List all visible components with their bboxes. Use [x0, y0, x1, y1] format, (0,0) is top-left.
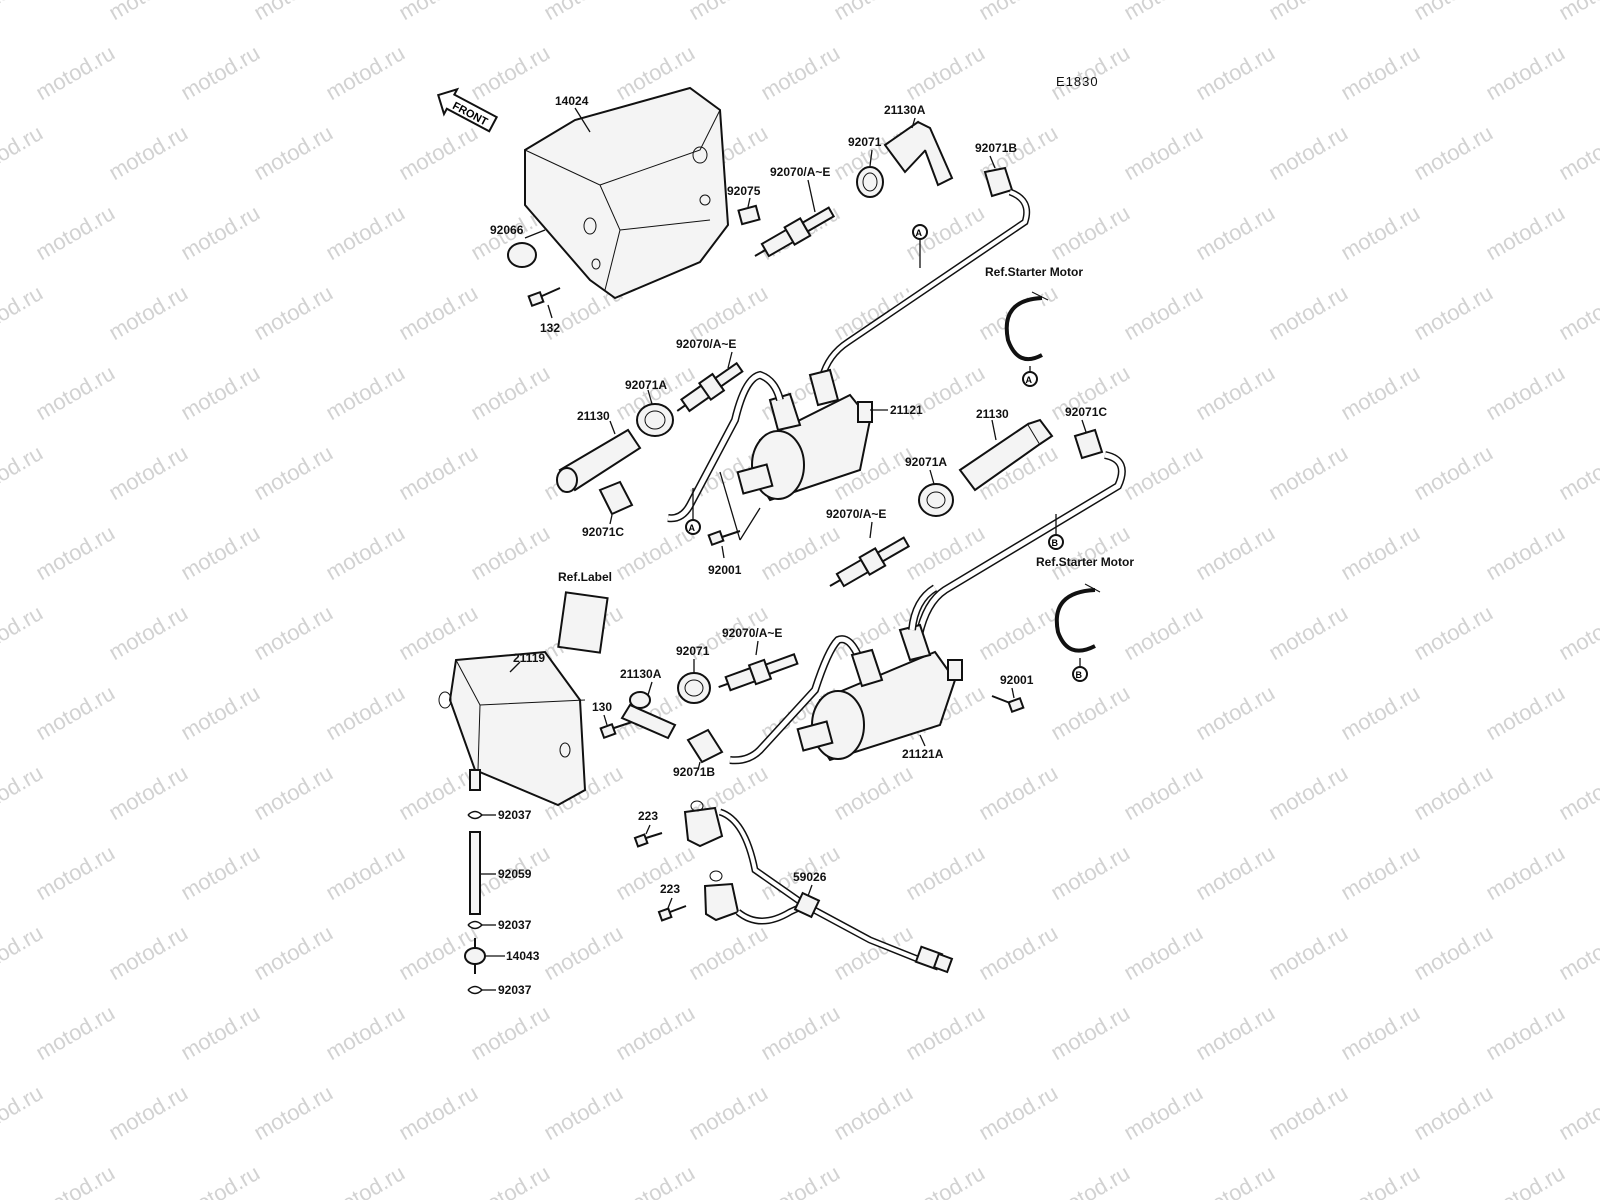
clip-92037-b [467, 920, 484, 930]
label-223-b: 223 [660, 882, 680, 896]
ref-starter-motor-low: Ref.Starter Motor [1036, 555, 1134, 569]
filter-14043 [464, 938, 486, 974]
pad-92075 [737, 204, 761, 226]
label-21121: 21121 [890, 403, 923, 417]
label-21130A-low: 21130A [620, 667, 662, 681]
cap-21130A-low [620, 691, 677, 740]
spark-plug-top [754, 206, 836, 258]
cap-21130A-top [883, 120, 954, 187]
cover-14024 [524, 86, 730, 300]
label-sticker [557, 591, 609, 654]
label-92071A-mid: 92071A [625, 378, 667, 392]
label-92075: 92075 [727, 184, 761, 198]
label-92070-low: 92070/A~E [722, 626, 782, 640]
label-21130A-top: 21130A [884, 103, 926, 117]
label-92037-a: 92037 [498, 808, 532, 822]
clip-92037-a [467, 810, 484, 820]
label-92071C-right: 92071C [1065, 405, 1107, 419]
label-92066: 92066 [490, 223, 524, 237]
spark-plug-mid [676, 361, 744, 413]
ignition-coil-21121A [796, 623, 963, 762]
harness-59026 [718, 808, 954, 974]
screw-92001-mid [707, 529, 741, 547]
clip-92037-c [467, 985, 484, 995]
callout-circle-a-1: A [912, 224, 928, 268]
hose-92059 [469, 831, 481, 915]
label-21130-right: 21130 [976, 407, 1009, 421]
screw-223-a [633, 832, 663, 848]
cap-21130-mid [556, 428, 642, 493]
cap-21130-right [958, 418, 1054, 492]
label-21119: 21119 [513, 651, 545, 665]
callout-circle-b-1: B [1048, 534, 1064, 550]
boot-92071B-low [686, 728, 724, 764]
plug-92066 [507, 242, 537, 268]
boot-92071B-top [983, 166, 1014, 198]
boot-92071-top [856, 166, 884, 198]
ref-label: Ref.Label [558, 570, 612, 584]
label-14024: 14024 [555, 94, 589, 108]
label-14043: 14043 [506, 949, 540, 963]
label-92071A-right: 92071A [905, 455, 947, 469]
screw-130 [599, 721, 633, 740]
igniter-21119 [438, 650, 587, 807]
label-92001-mid: 92001 [708, 563, 742, 577]
spark-plug-right [829, 536, 911, 588]
label-92037-c: 92037 [498, 983, 532, 997]
label-132: 132 [540, 321, 560, 335]
label-21130-mid: 21130 [577, 409, 610, 423]
pickup-coil-lower [703, 870, 740, 922]
label-92071-low: 92071 [676, 644, 710, 658]
ignition-coil-21121 [736, 368, 873, 502]
boot-92071A-right [918, 483, 954, 517]
callout-circle-a-3: A [685, 519, 701, 535]
label-92071C-mid: 92071C [582, 525, 624, 539]
label-92071B-low: 92071B [673, 765, 715, 779]
label-92071B-top: 92071B [975, 141, 1017, 155]
label-59026: 59026 [793, 870, 827, 884]
label-92070-mid: 92070/A~E [676, 337, 736, 351]
ref-starter-motor-top: Ref.Starter Motor [985, 265, 1083, 279]
boot-92071C-right [1073, 428, 1104, 460]
boot-92071C-mid [598, 480, 634, 516]
label-223-a: 223 [638, 809, 658, 823]
boot-92071-low [677, 672, 711, 704]
clamp-band-a [1004, 291, 1049, 361]
label-92071-top: 92071 [848, 135, 882, 149]
screw-223-b [657, 905, 687, 922]
diagram-code: E1830 [1056, 74, 1099, 89]
label-21121A: 21121A [902, 747, 944, 761]
callout-circle-a-2: A [1022, 371, 1038, 387]
svg-text:A: A [916, 228, 923, 238]
label-92059: 92059 [498, 867, 532, 881]
svg-text:B: B [1052, 538, 1059, 548]
svg-text:A: A [689, 523, 696, 533]
label-92070-right: 92070/A~E [826, 507, 886, 521]
clamp-band-b [1054, 583, 1101, 653]
label-92037-b: 92037 [498, 918, 532, 932]
svg-text:A: A [1026, 375, 1033, 385]
screw-92001-low [991, 695, 1025, 714]
spark-plug-low [718, 653, 799, 692]
bolt-132 [527, 287, 561, 308]
label-92001-low: 92001 [1000, 673, 1034, 687]
label-92070-top: 92070/A~E [770, 165, 830, 179]
svg-text:B: B [1076, 670, 1083, 680]
pickup-coil-upper [683, 800, 724, 848]
front-arrow-icon: FRONT [436, 87, 499, 133]
callout-circle-b-2: B [1072, 666, 1088, 682]
boot-92071A-mid [636, 403, 674, 437]
label-130: 130 [592, 700, 612, 714]
